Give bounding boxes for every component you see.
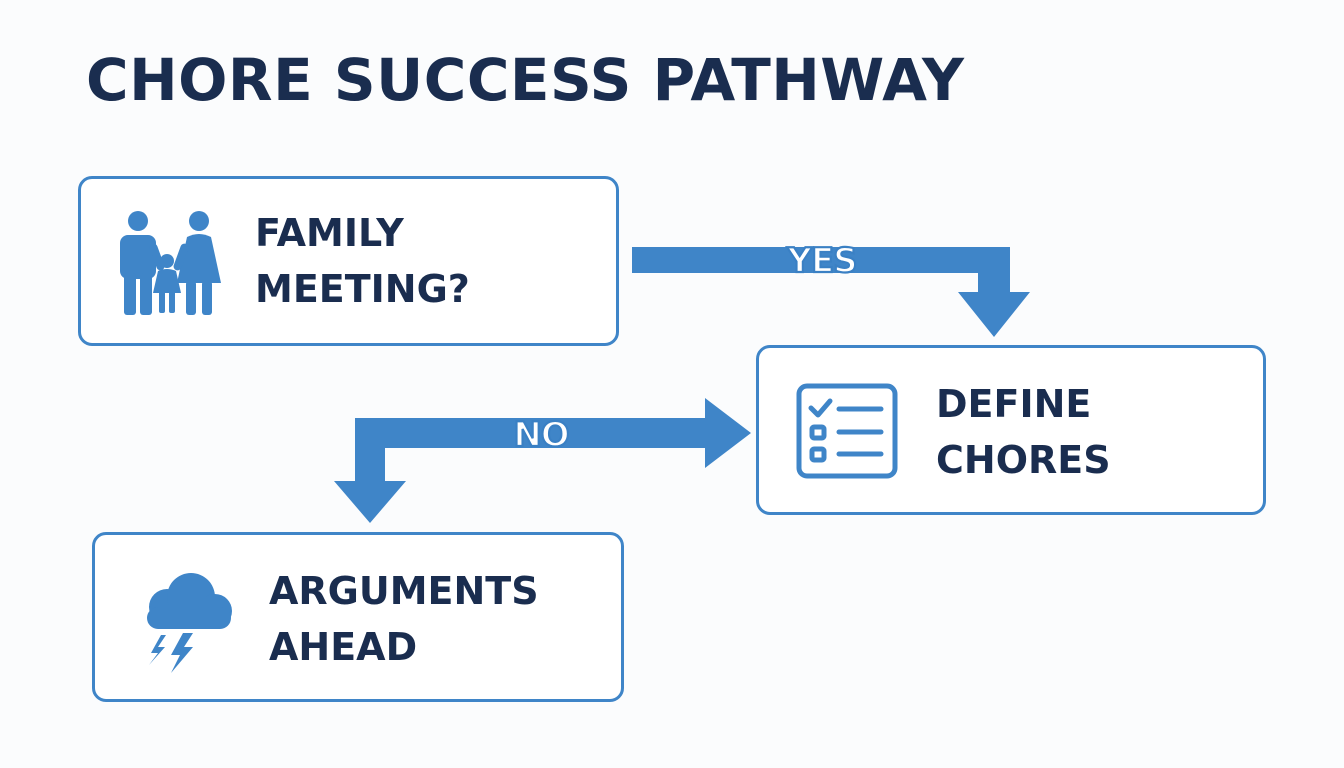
family-meeting-node: FAMILY MEETING? [78,176,619,346]
family-meeting-label: FAMILY MEETING? [255,211,470,311]
arguments-ahead-label: ARGUMENTS AHEAD [269,569,539,669]
no-arrow: NO [334,398,751,523]
no-arrow-shaft [334,398,751,523]
yes-label: YES [786,241,856,281]
yes-arrow: YES [632,240,1030,337]
storm-cloud-icon [147,573,232,673]
yes-arrow-shaft [632,247,1030,337]
arguments-ahead-node: ARGUMENTS AHEAD [92,532,624,702]
page-title: CHORE SUCCESS PATHWAY [86,46,965,114]
define-chores-node: DEFINE CHORES [756,345,1266,515]
family-icon [120,211,221,315]
no-label: NO [513,415,568,455]
checklist-icon [796,383,898,479]
define-chores-label: DEFINE CHORES [936,382,1111,482]
